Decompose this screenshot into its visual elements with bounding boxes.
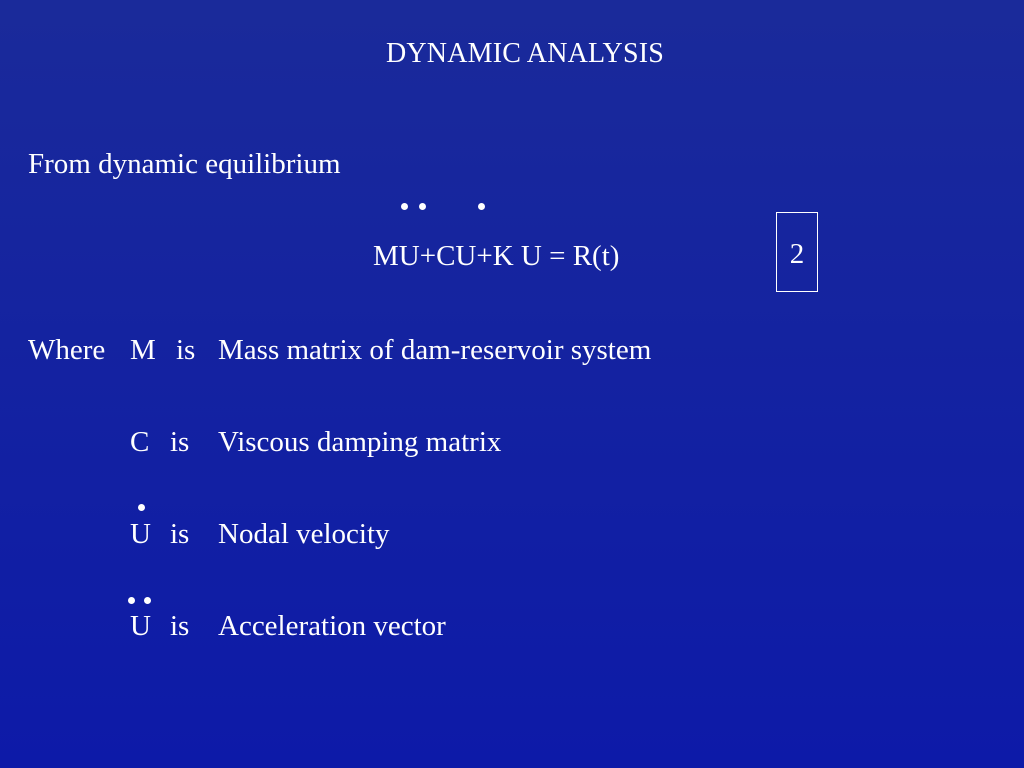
equation-accel-dot-right — [419, 203, 426, 210]
velocity-dot — [138, 504, 145, 511]
definition-symbol-m: M — [130, 334, 156, 366]
equation: MU+CU+K U = R(t) — [373, 240, 620, 272]
definition-is-velocity: is — [170, 518, 190, 550]
definition-is-acceleration: is — [170, 610, 190, 642]
definition-symbol-velocity: U — [130, 518, 151, 550]
slide-title: DYNAMIC ANALYSIS — [385, 38, 665, 69]
equation-velocity-dot — [478, 203, 485, 210]
definition-symbol-acceleration: U — [130, 610, 151, 642]
definition-text-acceleration: Acceleration vector — [218, 610, 446, 642]
definition-text-c: Viscous damping matrix — [218, 426, 502, 458]
definition-symbol-c: C — [130, 426, 150, 458]
definition-text-m: Mass matrix of dam-reservoir system — [218, 334, 652, 366]
equation-accel-dot-left — [401, 203, 408, 210]
intro-text: From dynamic equilibrium — [28, 148, 341, 180]
acceleration-dot-left — [128, 597, 135, 604]
acceleration-dot-right — [144, 597, 151, 604]
definition-is-c: is — [170, 426, 190, 458]
equation-number: 2 — [789, 238, 805, 270]
where-label: Where — [28, 334, 106, 366]
equation-number-box — [776, 212, 818, 292]
definition-text-velocity: Nodal velocity — [218, 518, 390, 550]
definition-is-m: is — [176, 334, 196, 366]
